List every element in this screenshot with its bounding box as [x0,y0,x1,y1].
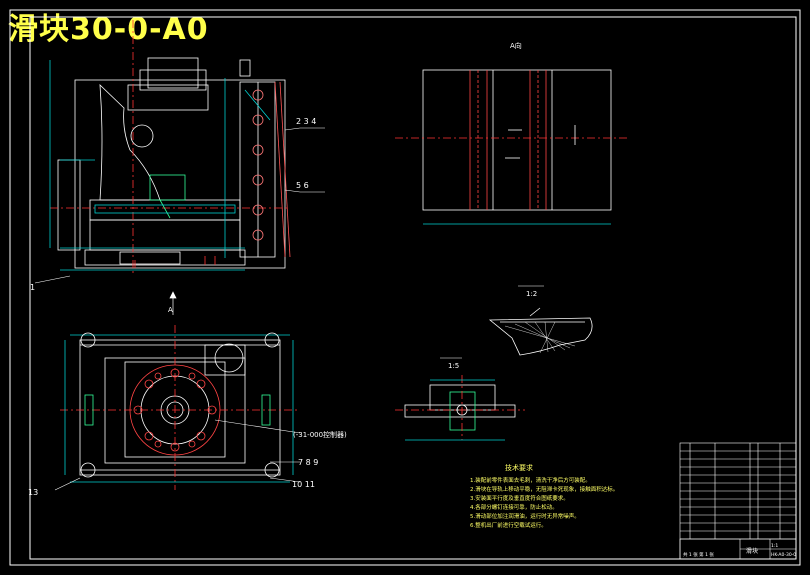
plan-view [79,339,281,476]
scale-label-1: 1:2 [526,290,537,298]
title-block-number: HK-A0-30-0 [771,552,796,558]
plan-leaders [54,419,301,491]
tech-line-3: 3.安装面平行度及垂直度符合图纸要求。 [470,494,569,502]
view-a-label: A向 [510,41,522,50]
title-block-sheets: 共 1 张 第 1 张 [683,551,714,558]
title-block-name: 滑块 [746,547,758,555]
callout-note: (-31-000控制器) [293,430,347,439]
tech-line-1: 1.装配前零件表面去毛刺，清洗干净后方可装配。 [470,476,591,484]
part-number-13: 13 [28,488,38,497]
view-a [395,69,630,225]
front-section-details [49,20,291,275]
title-block-scale: 1:1 [771,543,778,549]
section-arrow-label: A [168,306,173,314]
drawing-title: 滑块30-0-A0 [8,12,209,47]
part-number-56: 5 6 [296,181,309,190]
outer-border [9,9,801,566]
tech-line-6: 6.整机出厂前进行空载试运行。 [470,521,547,529]
detail-1-5 [395,375,525,441]
detail-1-2 [488,307,593,356]
tech-requirements: 技术要求 1.装配前零件表面去毛刺，清洗干净后方可装配。 2.滑块在导轨上移动平… [470,463,618,529]
tech-heading: 技术要求 [505,463,533,472]
part-number-789: 7 8 9 [298,458,318,467]
front-leaders [34,127,325,284]
front-section-view [57,57,286,269]
plan-view-details [60,325,300,490]
scale-label-2: 1:5 [448,362,459,370]
title-block [679,442,797,560]
part-number-1011: 10 11 [292,480,315,489]
inner-border [29,16,797,560]
tech-line-5: 5.滑动部位加注润滑油，运行时无异常噪声。 [470,512,580,520]
part-number-234: 2 3 4 [296,117,316,126]
tech-line-4: 4.各部分螺钉连接可靠，防止松动。 [470,503,558,511]
tech-line-2: 2.滑块在导轨上移动平稳，无阻滞卡死现象，接触面积达标。 [470,485,618,493]
section-arrow-a [169,291,177,315]
part-number-1: 1 [30,283,35,292]
